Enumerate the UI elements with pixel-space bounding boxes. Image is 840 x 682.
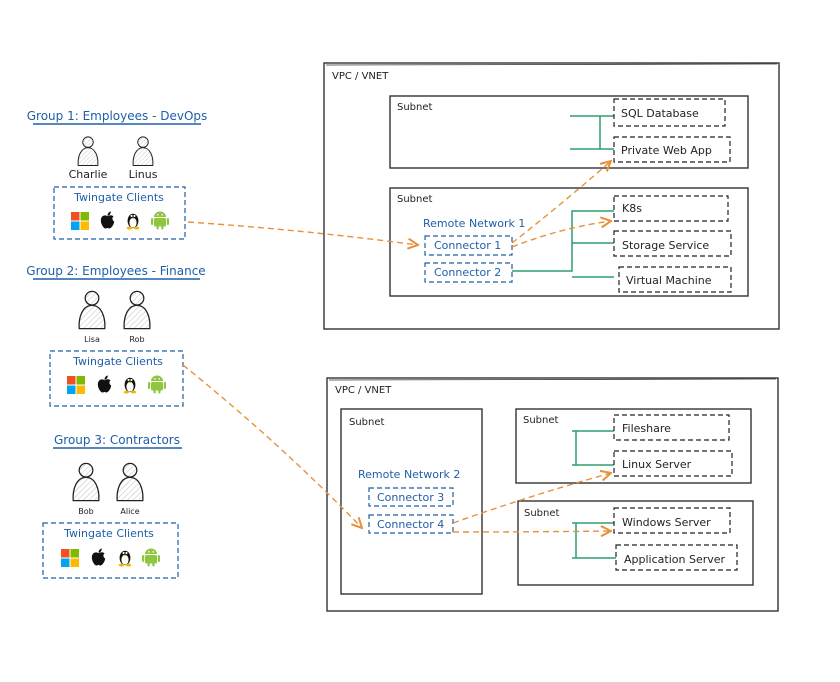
android-icon [148,375,166,394]
resource-box [618,266,732,293]
twingate-clients-label: Twingate Clients [63,527,154,540]
windows-icon [67,376,85,394]
resource-box [613,230,732,257]
connector-label: Connector 3 [377,491,444,504]
connector-box [368,487,454,507]
vpc-1: VPC / VNET Subnet SQL Database Private W… [323,62,780,330]
linux-icon [118,550,132,567]
resource-label: Fileshare [622,422,671,435]
user-avatar [77,136,99,167]
resource-link [512,210,614,278]
resource-box [615,544,738,571]
subnet-box [515,408,752,484]
subnet-label: Subnet [524,508,560,519]
twingate-clients-box [49,350,184,407]
group-title: Group 1: Employees - DevOps [27,109,208,123]
android-icon [151,211,169,230]
resource-link [570,115,614,150]
subnet-label: Subnet [349,417,385,428]
resource-label: Linux Server [622,458,692,471]
vpc-label: VPC / VNET [335,385,392,396]
subnet-box [389,95,749,169]
vpc-box [323,62,780,330]
remote-network-label: Remote Network 2 [358,468,460,481]
user-name: Bob [78,507,93,516]
windows-icon [61,549,79,567]
access-arrows [182,161,611,532]
vpc-2: VPC / VNET Subnet Remote Network 2 Conne… [326,377,779,612]
subnet-label: Subnet [523,415,559,426]
twingate-clients-box [42,522,179,579]
linux-icon [126,213,140,230]
connector-box [368,514,454,534]
user-avatar [123,290,151,330]
user-avatar [132,136,154,167]
access-arrow [452,473,611,524]
connector-label: Connector 1 [434,239,501,252]
access-arrow [511,161,611,244]
remote-network-label: Remote Network 1 [423,217,525,230]
resource-box [613,450,733,477]
subnet-label: Subnet [397,102,433,113]
group-1: Group 1: Employees - DevOps Charlie Linu… [27,109,208,240]
access-arrow [511,221,611,248]
windows-icon [71,212,89,230]
apple-icon [91,548,106,566]
resource-box [613,136,731,163]
user-avatar [78,290,106,330]
user-avatar [116,462,144,502]
twingate-clients-label: Twingate Clients [72,355,163,368]
group-title: Group 3: Contractors [54,433,180,447]
apple-icon [100,211,115,229]
group-2: Group 2: Employees - Finance Lisa Rob Tw… [26,264,206,407]
vpc-label: VPC / VNET [332,71,389,82]
resource-label: K8s [622,202,642,215]
user-name: Lisa [84,335,100,344]
resource-label: SQL Database [621,107,699,120]
access-arrow [452,531,611,532]
resource-link [572,522,616,559]
linux-icon [123,377,137,394]
resource-label: Private Web App [621,144,712,157]
user-name: Charlie [69,168,108,181]
resource-label: Application Server [624,553,726,566]
vpc-box [326,377,779,612]
android-icon [142,548,160,567]
apple-icon [97,375,112,393]
access-arrow [182,364,362,528]
group-3: Group 3: Contractors Bob Alice Twingate … [42,433,182,579]
subnet-box [340,408,483,595]
connector-box [424,262,513,283]
resource-box [613,414,730,441]
subnet-label: Subnet [397,194,433,205]
resource-label: Windows Server [622,516,711,529]
resource-link [572,430,614,466]
connector-label: Connector 2 [434,266,501,279]
subnet-box [517,500,754,586]
twingate-clients-box [53,186,186,240]
twingate-clients-label: Twingate Clients [73,191,164,204]
user-name: Alice [120,507,139,516]
group-title: Group 2: Employees - Finance [26,264,205,278]
user-name: Rob [129,335,144,344]
resource-label: Storage Service [622,239,709,252]
connector-box [424,235,513,256]
resource-box [613,98,726,127]
user-avatar [72,462,100,502]
resource-box [613,195,729,222]
user-name: Linus [129,168,158,181]
resource-box [613,507,731,534]
connector-label: Connector 4 [377,518,444,531]
access-arrow [187,221,418,245]
resource-label: Virtual Machine [626,274,712,287]
